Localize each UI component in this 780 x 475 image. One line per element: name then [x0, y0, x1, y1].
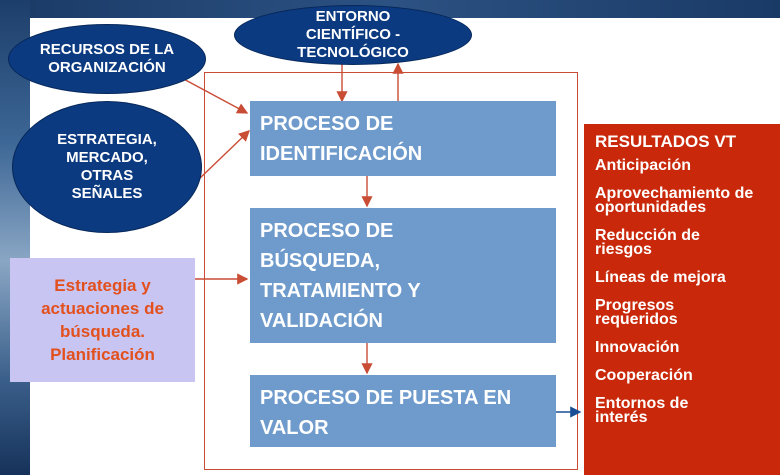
planning-box: Estrategia y actuaciones de búsqueda. Pl…: [10, 258, 195, 382]
background-left-strip: [0, 0, 30, 475]
result-item: Líneas de mejora: [595, 269, 726, 286]
arrow-recursos: [177, 75, 249, 114]
arrow-estrategia: [197, 130, 251, 181]
result-item: Anticipación: [595, 157, 692, 174]
process-frame: [204, 72, 578, 470]
oval-entorno: ENTORNO CIENTÍFICO - TECNOLÓGICO: [234, 5, 472, 65]
process-busqueda: PROCESO DE BÚSQUEDA, TRATAMIENTO Y VALID…: [250, 208, 556, 343]
results-panel: RESULTADOS VT Anticipación Aprovechamien…: [584, 124, 780, 475]
result-item: Entornos de interés: [595, 395, 689, 426]
result-item: Aprovechamiento de oportunidades: [595, 185, 754, 216]
oval-estrategia: ESTRATEGIA, MERCADO, OTRAS SEÑALES: [12, 101, 202, 233]
results-title: RESULTADOS VT: [595, 132, 737, 151]
result-item: Innovación: [595, 339, 680, 356]
result-item: Reducción de riesgos: [595, 227, 700, 258]
result-item: Progresos requeridos: [595, 297, 678, 328]
process-identificacion: PROCESO DE IDENTIFICACIÓN: [250, 101, 556, 176]
result-item: Cooperación: [595, 367, 693, 384]
process-puesta: PROCESO DE PUESTA EN VALOR: [250, 375, 556, 447]
oval-recursos: RECURSOS DE LA ORGANIZACIÓN: [8, 24, 206, 94]
